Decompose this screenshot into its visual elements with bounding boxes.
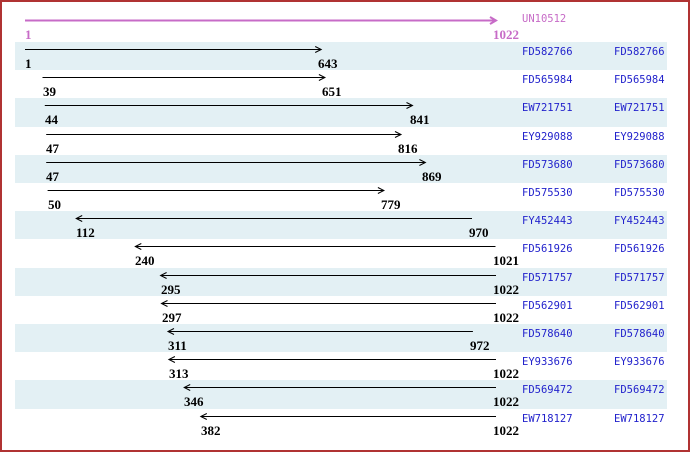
match-arrow [46, 130, 403, 138]
reference-name-label: UN10512 [522, 13, 567, 25]
match-arrow [183, 384, 496, 392]
accession-link-duplicate[interactable]: FD575530 [614, 187, 665, 199]
match-arrow [134, 243, 496, 251]
match-start-coordinate: 297 [162, 309, 182, 325]
match-start-coordinate: 44 [45, 112, 58, 128]
accession-link[interactable]: EW718127 [522, 412, 573, 425]
match-start-coordinate: 240 [135, 253, 155, 269]
match-arrow [46, 158, 427, 166]
match-end-coordinate: 1021 [493, 253, 519, 269]
match-end-coordinate: 869 [422, 168, 442, 184]
match-end-coordinate: 970 [469, 225, 489, 241]
match-arrow [167, 356, 496, 364]
row-band [15, 211, 667, 240]
match-start-coordinate: 1 [25, 56, 32, 71]
row-band [15, 154, 667, 183]
accession-link-duplicate[interactable]: EW721751 [614, 102, 665, 115]
accession-link-duplicate[interactable]: FD573680 [614, 158, 665, 171]
match-start-coordinate: 295 [161, 281, 181, 297]
match-arrow [44, 102, 414, 110]
match-arrow [159, 271, 496, 279]
match-end-coordinate: 1022 [493, 422, 519, 438]
accession-link-duplicate[interactable]: EW718127 [614, 412, 665, 425]
match-start-coordinate: 112 [76, 225, 95, 241]
match-arrow [160, 299, 496, 307]
accession-link-duplicate[interactable]: FD565984 [614, 74, 665, 87]
match-arrow [75, 215, 472, 223]
accession-link[interactable]: FD582766 [522, 46, 573, 58]
accession-link-duplicate[interactable]: FD571757 [614, 271, 665, 284]
accession-link-duplicate[interactable]: FD561926 [614, 243, 665, 256]
match-arrow [199, 412, 496, 420]
match-end-coordinate: 1022 [493, 394, 519, 410]
accession-link-duplicate[interactable]: FD578640 [614, 328, 665, 340]
match-end-coordinate: 1022 [493, 281, 519, 297]
accession-link[interactable]: FD571757 [522, 271, 573, 284]
match-end-coordinate: 1022 [493, 309, 519, 325]
match-start-coordinate: 382 [201, 422, 221, 438]
accession-link-duplicate[interactable]: EY933676 [614, 356, 665, 369]
row-band [15, 98, 667, 127]
match-start-coordinate: 47 [46, 168, 59, 184]
accession-link-duplicate[interactable]: FD582766 [614, 46, 665, 58]
match-end-coordinate: 1022 [493, 366, 519, 382]
match-end-coordinate: 779 [381, 197, 401, 212]
reference-start-coordinate: 1 [25, 27, 32, 42]
match-start-coordinate: 39 [43, 84, 56, 100]
match-arrow [166, 328, 473, 335]
row-band [15, 267, 667, 296]
match-start-coordinate: 311 [168, 338, 187, 353]
match-arrow [25, 46, 323, 53]
accession-link[interactable]: FD569472 [522, 384, 573, 397]
match-arrow [47, 187, 386, 194]
match-end-coordinate: 972 [470, 338, 490, 353]
accession-link[interactable]: FD573680 [522, 158, 573, 171]
match-end-coordinate: 816 [398, 140, 418, 156]
accession-link-duplicate[interactable]: EY929088 [614, 130, 665, 143]
accession-link[interactable]: EY933676 [522, 356, 573, 369]
reference-end-coordinate: 1022 [493, 27, 519, 42]
accession-link[interactable]: EY929088 [522, 130, 573, 143]
accession-link[interactable]: FD578640 [522, 328, 573, 340]
match-start-coordinate: 313 [169, 366, 189, 382]
row-band [15, 324, 667, 353]
match-start-coordinate: 50 [48, 197, 61, 212]
row-band [15, 380, 667, 409]
match-end-coordinate: 841 [410, 112, 430, 128]
reference-arrow [25, 16, 498, 25]
match-start-coordinate: 346 [184, 394, 204, 410]
accession-link[interactable]: FY452443 [522, 215, 573, 228]
match-arrow [42, 74, 327, 82]
accession-link-duplicate[interactable]: FD569472 [614, 384, 665, 397]
accession-link[interactable]: FD565984 [522, 74, 573, 87]
accession-link[interactable]: FD562901 [522, 299, 573, 312]
match-end-coordinate: 651 [322, 84, 342, 100]
accession-link-duplicate[interactable]: FD562901 [614, 299, 665, 312]
match-end-coordinate: 643 [318, 56, 338, 71]
accession-link[interactable]: FD575530 [522, 187, 573, 199]
accession-link[interactable]: EW721751 [522, 102, 573, 115]
accession-link[interactable]: FD561926 [522, 243, 573, 256]
match-start-coordinate: 47 [46, 140, 59, 156]
accession-link-duplicate[interactable]: FY452443 [614, 215, 665, 228]
row-band [15, 42, 667, 71]
